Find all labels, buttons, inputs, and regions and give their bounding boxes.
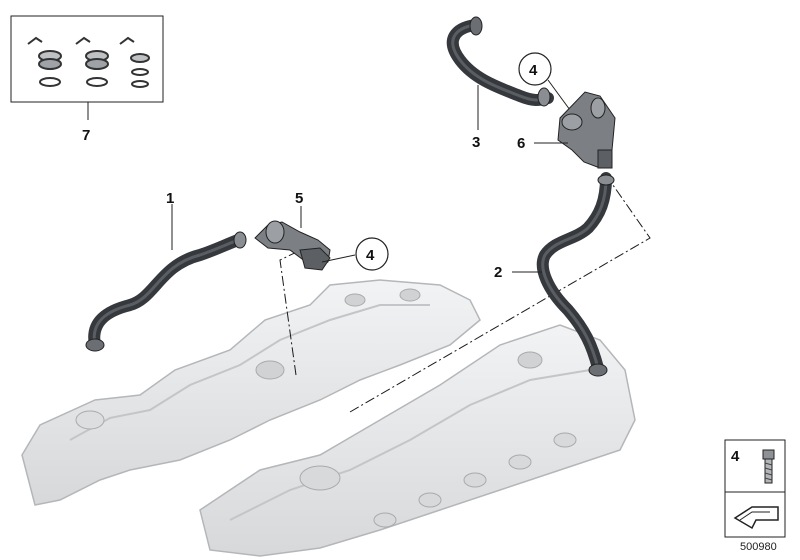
cylinder-head-cover-left[interactable] [21,279,481,506]
pressure-valve-6[interactable] [557,91,616,169]
callout-7[interactable]: 7 [82,127,90,144]
clamp-ring-set-3 [119,36,150,88]
vent-hose-3[interactable] [446,16,554,107]
callout-circle-4-top[interactable] [518,52,552,86]
vent-hose-2[interactable] [536,172,615,377]
clamp-ring-set-2 [75,36,109,87]
callout-circle-4-mid[interactable] [355,237,389,271]
vent-hose-1[interactable] [85,231,247,352]
seal-kit-box[interactable] [10,15,164,103]
callout-4-mid[interactable]: 4 [366,247,375,264]
clamp-ring-set-1 [27,36,62,87]
callout-3[interactable]: 3 [472,134,480,151]
callout-4-top[interactable]: 4 [529,62,538,79]
callout-6[interactable]: 6 [517,135,525,152]
circle-4-mid-leader [321,254,356,263]
callout-1[interactable]: 1 [166,190,174,207]
legend-item-number: 4 [731,448,740,465]
callout-5[interactable]: 5 [295,190,303,207]
diagram-id: 500980 [740,541,777,553]
circle-4-top-leader [547,79,571,111]
screw-icon [762,449,775,484]
callout-2[interactable]: 2 [494,264,502,281]
pressure-valve-5[interactable] [254,220,331,271]
cylinder-head-cover-right[interactable] [199,324,636,557]
arrow-icon [733,506,779,530]
screw-legend-box[interactable]: 4 [724,439,786,538]
